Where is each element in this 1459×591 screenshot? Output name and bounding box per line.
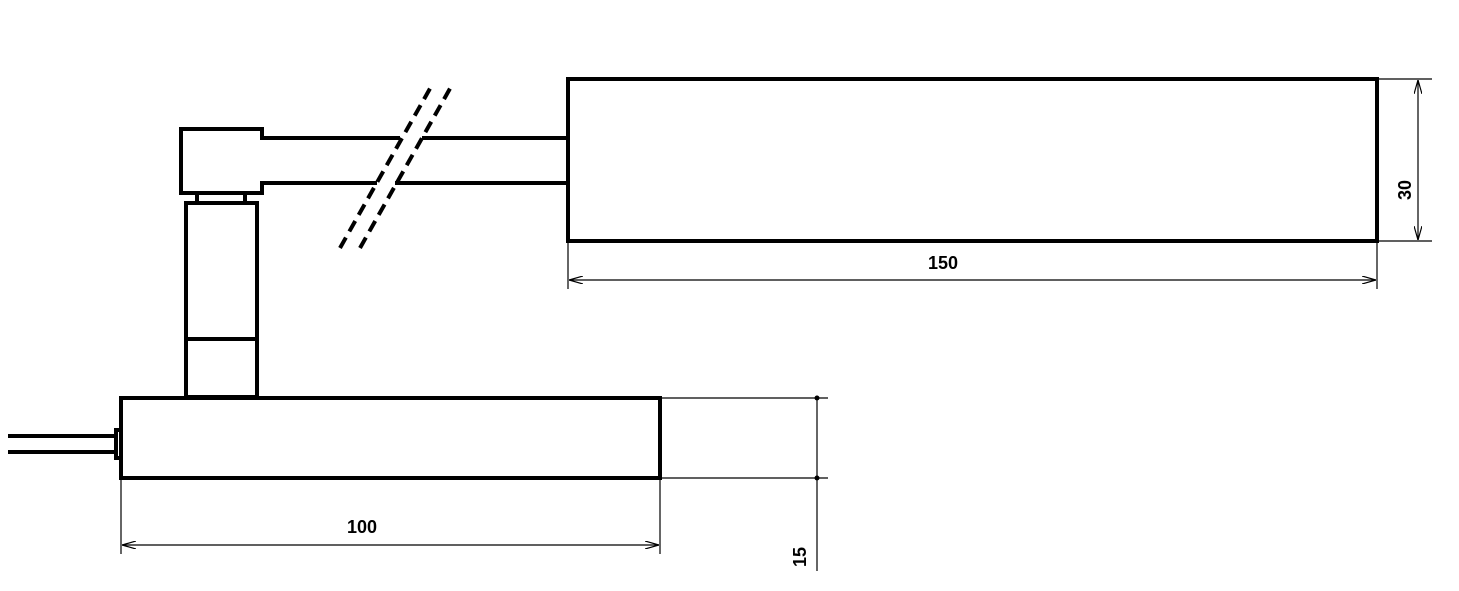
break-line: [338, 84, 434, 249]
dimension-150: 150: [567, 243, 1378, 289]
arm-head: [179, 84, 568, 249]
dimension-30: 30: [1379, 78, 1432, 242]
cable: [8, 428, 123, 460]
dimension-label: 100: [347, 517, 377, 537]
base-block: [119, 396, 662, 480]
dimension-label: 30: [1395, 180, 1415, 200]
dimension-label: 150: [928, 253, 958, 273]
dimension-100: 100: [120, 480, 661, 554]
column: [184, 193, 259, 399]
dimension-label: 15: [790, 547, 810, 567]
break-line: [358, 84, 454, 249]
dimension-15: 15: [662, 395, 828, 571]
sensor-block: [566, 77, 1379, 243]
